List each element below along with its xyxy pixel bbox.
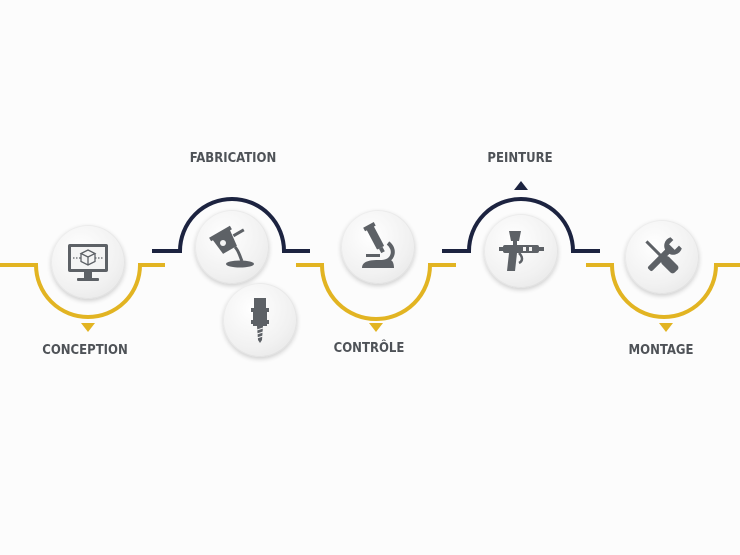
montage-icon-disc [625, 220, 699, 294]
timeline-gold-segment [0, 263, 165, 319]
milling-tool-icon [251, 298, 269, 343]
wrench-screwdriver-icon [645, 237, 682, 274]
foundry-ladle-icon [209, 225, 254, 268]
step-label-fabrication: FABRICATION [189, 151, 277, 166]
pointer-up-icon [514, 181, 528, 190]
step-label-controle: CONTRÔLE [333, 341, 405, 356]
timeline-navy-segment [152, 197, 310, 253]
pointer-down-icon [81, 323, 95, 332]
pointer-down-icon [369, 323, 383, 332]
step-label-montage: MONTAGE [628, 343, 694, 358]
spray-gun-icon [499, 231, 544, 271]
controle-icon-disc [341, 210, 415, 284]
computer-3d-cube-icon [68, 244, 108, 281]
conception-icon-disc [51, 225, 125, 299]
timeline-gold-segment [586, 263, 740, 319]
step-label-peinture: PEINTURE [487, 151, 553, 166]
timeline-gold-segment [296, 263, 456, 321]
fabrication-icon-disc [195, 210, 269, 284]
peinture-icon-disc [484, 214, 558, 288]
fabrication-extra-icon-disc [223, 283, 297, 357]
step-label-conception: CONCEPTION [42, 343, 128, 358]
pointer-down-icon [659, 323, 673, 332]
timeline-navy-segment [442, 197, 600, 253]
microscope-icon [362, 222, 395, 268]
